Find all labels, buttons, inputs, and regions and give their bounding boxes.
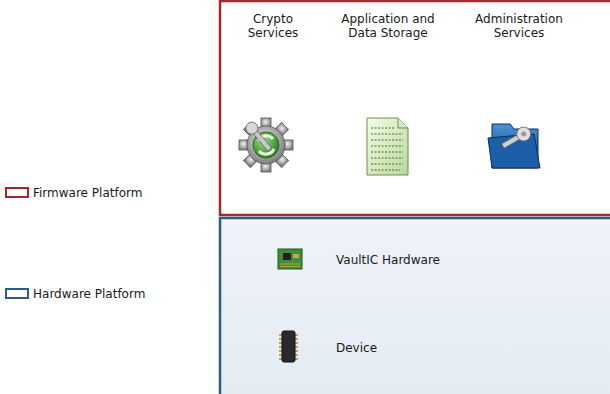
legend-label: Firmware Platform bbox=[33, 186, 213, 200]
legend-swatch bbox=[5, 288, 29, 299]
document-icon bbox=[367, 118, 408, 175]
folder-icon bbox=[488, 124, 540, 168]
gear-icon bbox=[239, 118, 293, 172]
component-label: Application and Data Storage bbox=[338, 12, 438, 40]
firmware-band bbox=[220, 1, 610, 215]
legend-swatch bbox=[5, 187, 29, 198]
component-label: Crypto Services bbox=[226, 12, 320, 40]
chip-icon bbox=[279, 331, 298, 362]
component-label: Administration Services bbox=[463, 12, 575, 40]
component-label: Device bbox=[336, 341, 536, 355]
legend-label: Hardware Platform bbox=[33, 287, 213, 301]
component-label: VaultIC Hardware bbox=[336, 253, 536, 267]
hardware-band bbox=[220, 218, 610, 394]
board-icon bbox=[278, 249, 302, 269]
